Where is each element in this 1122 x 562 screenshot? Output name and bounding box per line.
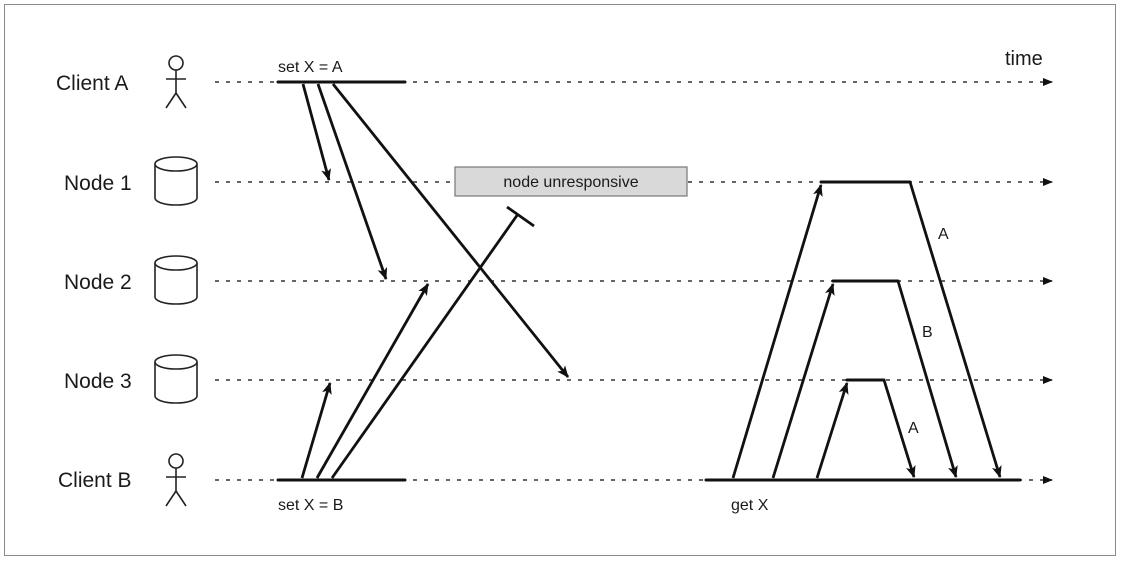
read-to-node-1 [731, 184, 823, 479]
response-from-node-1 [908, 181, 1002, 478]
database-cylinder-icon [154, 156, 198, 206]
response-from-node-3 [882, 379, 916, 478]
time-axis-label: time [1005, 48, 1043, 70]
lane-label-client-a: Client A [56, 72, 128, 95]
database-cylinder-icon [154, 354, 198, 404]
lane-label-node-1: Node 1 [64, 172, 132, 195]
write-b-to-node-3 [300, 382, 332, 479]
client-b-op-label: set X = B [278, 497, 343, 514]
client-a-op-label: set X = A [278, 59, 343, 76]
read-to-node-3 [815, 382, 849, 479]
lane-label-node-2: Node 2 [64, 271, 132, 294]
response-label-node-3: A [908, 420, 919, 437]
person-icon [165, 453, 187, 507]
response-label-node-1: A [938, 226, 949, 243]
read-to-node-2 [771, 283, 835, 479]
write-b-to-node-1-lost [330, 213, 520, 479]
write-b-to-node-2 [315, 283, 430, 479]
get-op-label: get X [731, 497, 769, 514]
lane-label-node-3: Node 3 [64, 370, 132, 393]
person-icon [165, 55, 187, 109]
lane-label-client-b: Client B [58, 469, 132, 492]
response-from-node-2 [896, 280, 958, 478]
write-a-to-node-3 [331, 83, 570, 378]
response-label-node-2: B [922, 324, 933, 341]
database-cylinder-icon [154, 255, 198, 305]
write-a-to-node-2 [316, 83, 388, 280]
lost-message-cross-icon [506, 205, 535, 228]
node-unresponsive-label: node unresponsive [503, 174, 638, 191]
node-unresponsive-box [454, 166, 688, 197]
write-a-to-node-1 [301, 83, 331, 181]
